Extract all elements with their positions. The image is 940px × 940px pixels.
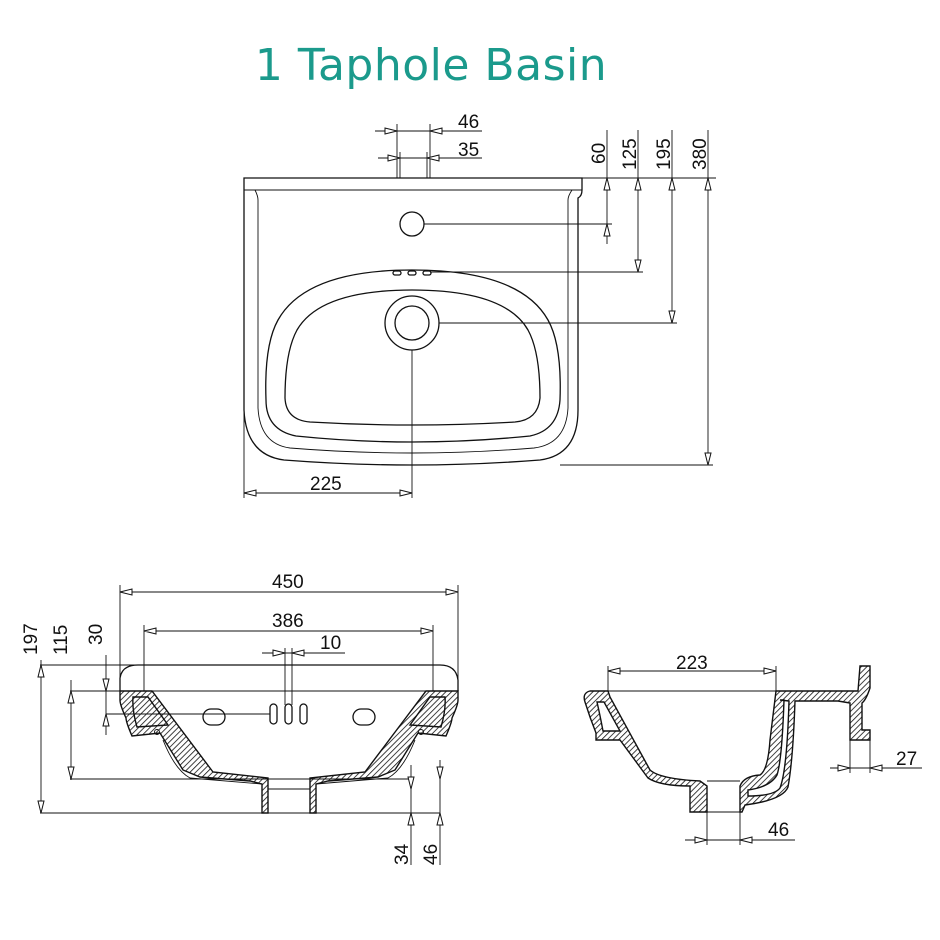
dim-46: 46 <box>458 112 479 133</box>
dim-30: 30 <box>86 624 107 645</box>
dim-115: 115 <box>51 625 72 655</box>
dim-46-height: 46 <box>421 844 442 865</box>
dim-450: 450 <box>272 572 304 593</box>
dim-195: 195 <box>654 138 675 170</box>
drain-outer <box>384 295 440 351</box>
dim-225: 225 <box>310 474 342 495</box>
dim-386: 386 <box>272 611 304 632</box>
dim-27: 27 <box>896 749 917 770</box>
side-section: 223 46 27 <box>583 653 922 845</box>
dim-380: 380 <box>690 138 711 170</box>
dim-125: 125 <box>620 138 641 170</box>
drain-inner <box>394 305 430 341</box>
page-title: 1 Taphole Basin <box>254 40 608 91</box>
dim-35: 35 <box>458 140 479 161</box>
dim-10: 10 <box>320 633 341 654</box>
dim-197: 197 <box>21 623 42 655</box>
dim-223: 223 <box>676 653 708 674</box>
dim-60: 60 <box>589 143 610 164</box>
dim-34: 34 <box>392 843 413 865</box>
dim-46-waste: 46 <box>768 820 789 841</box>
front-section: 450 386 10 197 115 30 34 46 <box>21 572 459 865</box>
taphole <box>399 211 425 237</box>
top-view: 46 35 60 125 195 380 225 <box>243 112 716 498</box>
